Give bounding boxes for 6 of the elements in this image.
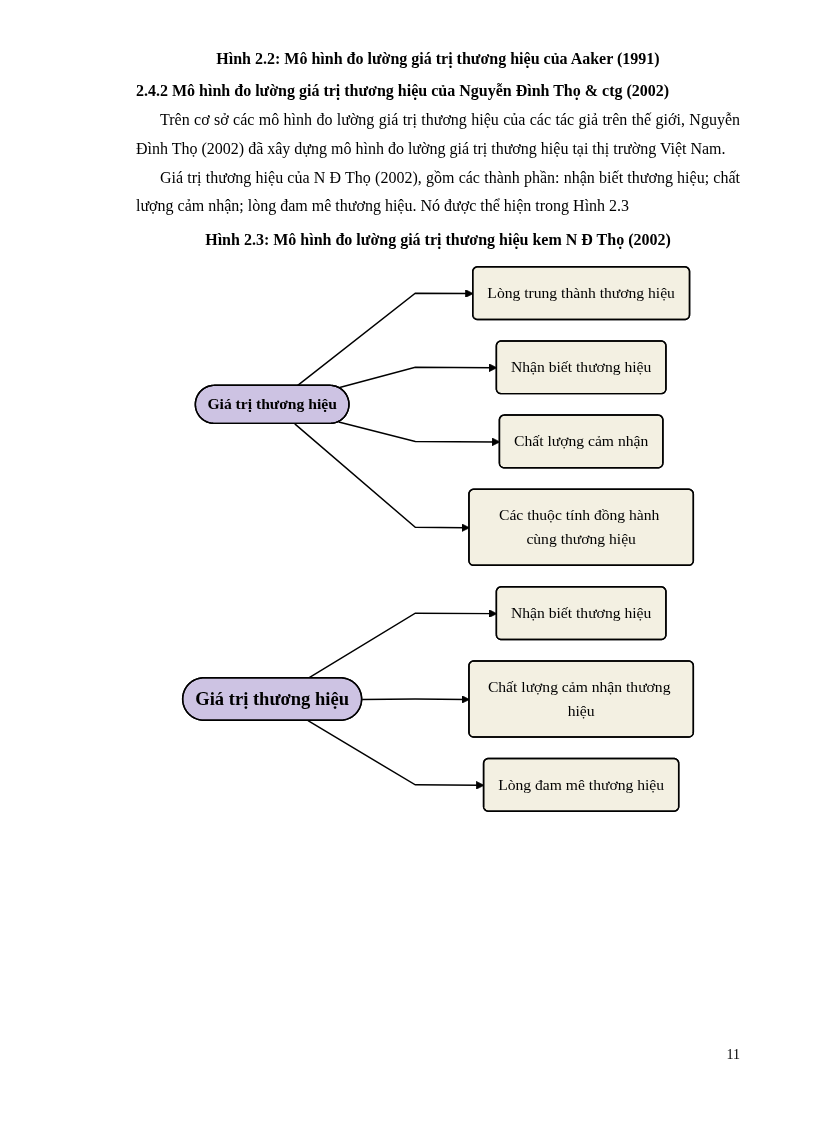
paragraph: Giá trị thương hiệu của N Đ Thọ (2002), gồm các thành phần: nhận biết thương hiệu; chất lượng cảm nhận; lòng đam mê thương hiệu. Nó được thể hiện trong Hình 2.3 — [136, 167, 740, 217]
figure-title: Hình 2.3: Mô hình đo lường giá trị thương hiệu kem N Đ Thọ (2002) — [204, 231, 672, 250]
paragraph: Trên cơ sở các mô hình đo lường giá trị thương hiệu của các tác giả trên thế giới, Nguyễn Đình Thọ (2002) đã xây dựng mô hình đo lường giá trị thương hiệu tại thị trường Việt Nam. — [136, 110, 740, 160]
section-heading: 2.4.2 Mô hình đo lường giá trị thương hiệu của Nguyễn Đình Thọ & ctg (2002) — [136, 82, 671, 100]
figure-title: Hình 2.2: Mô hình đo lường giá trị thương hiệu của Aaker (1991) — [215, 50, 661, 68]
page-number: 11 — [726, 1047, 740, 1063]
